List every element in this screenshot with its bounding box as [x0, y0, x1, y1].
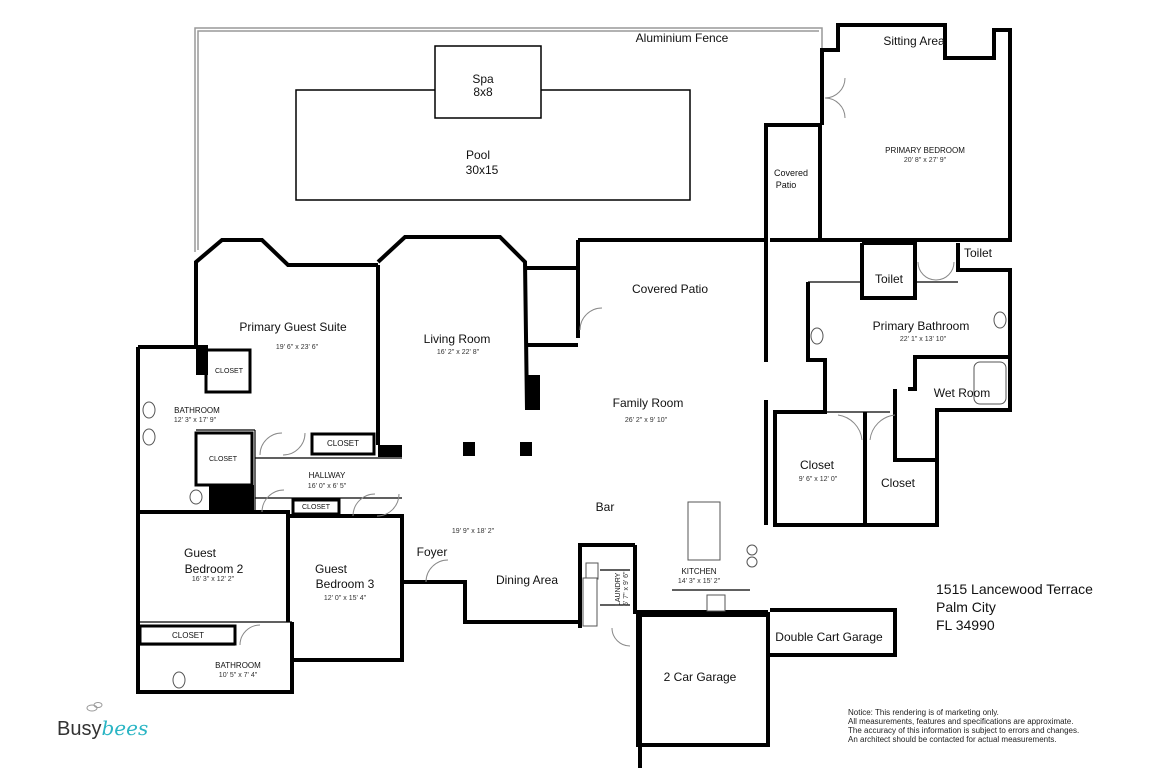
notice-line-2: All measurements, features and specifica… — [848, 717, 1074, 726]
closet-bath-label: CLOSET — [208, 456, 238, 463]
toilet-label-2: Toilet — [874, 272, 904, 286]
dining-area-label: Dining Area — [495, 573, 559, 587]
aluminium-fence-label: Aluminium Fence — [635, 31, 729, 45]
primary-bedroom-dim: 20' 8" x 27' 9" — [903, 157, 947, 164]
bar-label: Bar — [595, 500, 615, 514]
closet-hall-label: CLOSET — [326, 439, 360, 448]
living-room-label: Living Room — [423, 332, 491, 346]
primary-bathroom-label: Primary Bathroom — [872, 319, 970, 333]
closet-primary-label: Closet — [799, 458, 835, 472]
toilet-label-1: Toilet — [963, 246, 993, 260]
guest-bedroom-3-dim: 12' 0" x 15' 4" — [323, 595, 367, 602]
two-car-garage-label: 2 Car Garage — [663, 670, 737, 684]
family-room-label: Family Room — [612, 396, 684, 410]
fixtures — [142, 311, 1007, 689]
laundry-dim: 5' 7" x 9' 6" — [623, 571, 630, 607]
interior-walls — [138, 281, 958, 646]
closet-boxes — [138, 348, 376, 646]
primary-bathroom-dim: 22' 1" x 13' 10" — [899, 336, 947, 343]
sitting-area-label: Sitting Area — [883, 34, 945, 48]
closet-suite-label: CLOSET — [214, 368, 244, 375]
primary-bedroom-label: PRIMARY BEDROOM — [885, 146, 965, 155]
covered-patio-label: Covered Patio — [631, 282, 709, 296]
address-line-2: Palm City — [936, 599, 996, 615]
property-address: 1515 Lancewood Terrace Palm City FL 3499… — [936, 580, 1093, 634]
bee-icon — [86, 702, 103, 712]
address-line-1: 1515 Lancewood Terrace — [936, 581, 1093, 597]
disclaimer-notice: Notice: This rendering is of marketing o… — [848, 708, 1079, 744]
foyer-dim: 19' 9" x 18' 2" — [451, 528, 495, 535]
pool-size-label: 30x15 — [465, 163, 499, 177]
kitchen-label: KITCHEN — [681, 567, 717, 576]
closet-primary-dim: 9' 6" x 12' 0" — [798, 476, 838, 483]
door-swings — [239, 77, 955, 647]
bathroom-2-dim: 10' 5" x 7' 4" — [218, 672, 258, 679]
foyer-label: Foyer — [416, 545, 448, 559]
exterior-walls — [136, 23, 1012, 768]
spa-label: Spa — [472, 72, 494, 86]
guest-bedroom-2-label-b: Bedroom 2 — [184, 562, 244, 576]
logo-part-2: bees — [101, 716, 149, 740]
address-line-3: FL 34990 — [936, 617, 995, 633]
notice-line-1: Notice: This rendering is of marketing o… — [848, 708, 999, 717]
hallway-label: HALLWAY — [308, 471, 346, 480]
kitchen-dim: 14' 3" x 15' 2" — [677, 578, 721, 585]
hallway-dim: 16' 0" x 6' 5" — [307, 483, 347, 490]
guest-bedroom-3-label-b: Bedroom 3 — [315, 577, 375, 591]
bathroom-1-label: BATHROOM — [174, 406, 220, 415]
bathroom-1-dim: 12' 3" x 17' 9" — [173, 417, 217, 424]
notice-line-3: The accuracy of this information is subj… — [848, 726, 1080, 735]
solid-fixtures — [196, 345, 540, 512]
pool-label: Pool — [465, 148, 491, 162]
closet-g3-label: CLOSET — [301, 504, 331, 511]
double-cart-garage-label: Double Cart Garage — [775, 630, 883, 644]
guest-bedroom-3-label-a: Guest — [314, 562, 348, 576]
guest-bedroom-2-dim: 16' 3" x 12' 2" — [191, 576, 235, 583]
primary-guest-suite-label: Primary Guest Suite — [239, 320, 347, 334]
primary-guest-suite-dim: 19' 6" x 23' 6" — [275, 344, 319, 351]
family-room-dim: 26' 2" x 9' 10" — [624, 417, 668, 424]
spa-size-label: 8x8 — [473, 85, 493, 99]
notice-line-4: An architect should be contacted for act… — [848, 735, 1057, 744]
busybees-logo: Busybees — [57, 716, 148, 741]
living-room-dim: 16' 2" x 22' 8" — [436, 349, 480, 356]
guest-bedroom-2-label-a: Guest — [183, 546, 217, 560]
closet-right-label: Closet — [880, 476, 916, 490]
pool-outline — [295, 45, 691, 201]
logo-part-1: Busy — [57, 718, 102, 740]
covered-patio-small-label-2: Patio — [775, 180, 797, 190]
bathroom-2-label: BATHROOM — [215, 661, 261, 670]
closet-g2-label: CLOSET — [171, 631, 205, 640]
covered-patio-small-label-1: Covered — [773, 168, 809, 178]
wet-room-label: Wet Room — [933, 386, 991, 400]
